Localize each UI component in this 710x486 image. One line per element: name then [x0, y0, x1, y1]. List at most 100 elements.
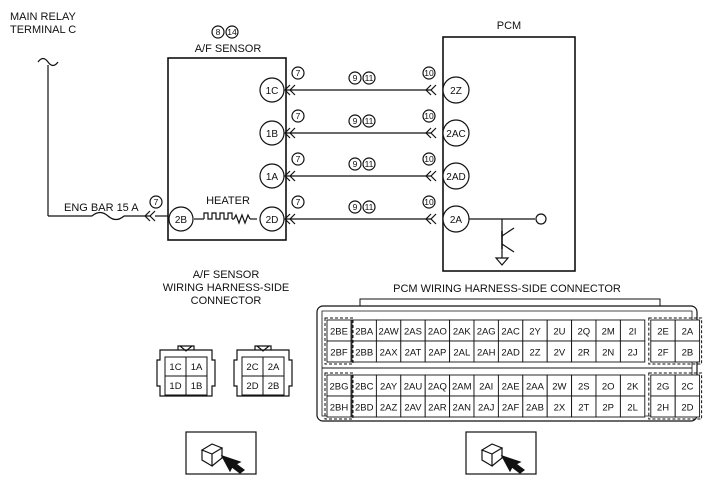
fuse-label: ENG BAR 15 A	[64, 202, 139, 214]
af-connector-pin: 1C	[169, 362, 181, 373]
ref-circle	[422, 152, 436, 166]
ref-circle-text: 7	[296, 111, 301, 121]
ref-circle-text: 7	[154, 197, 159, 207]
pcm-connector-pin: 2U	[553, 327, 565, 338]
ref-circle	[422, 66, 436, 80]
pcm-pin	[442, 119, 470, 147]
sensor-pin	[259, 120, 285, 146]
fuse-symbol	[91, 211, 125, 221]
ref-circle-text: 11	[365, 116, 374, 126]
sensor-pin	[259, 77, 285, 103]
pcm-connector-pin: 2AS	[404, 327, 422, 338]
ref-circle	[348, 157, 362, 171]
ref-circle	[291, 195, 305, 209]
connector-mark	[144, 210, 156, 222]
ref-circle	[348, 200, 362, 214]
ref-circle-text: 9	[353, 73, 358, 83]
pcm-connector-pin: 2AO	[428, 327, 447, 338]
pcm-connector-cell	[674, 340, 701, 363]
af-connector-cell	[262, 375, 285, 396]
sensor-pin-label: 1A	[266, 172, 279, 183]
af-connector-pin: 2B	[268, 381, 280, 392]
pcm-connector-pin: 2J	[628, 348, 638, 359]
af-connector-pin: 2D	[246, 381, 258, 392]
ref-circle-text: 9	[353, 116, 358, 126]
pcm-connector-pin: 2AA	[526, 382, 545, 393]
pcm-connector-title: PCM WIRING HARNESS-SIDE CONNECTOR	[393, 283, 621, 295]
ref-circle	[362, 200, 376, 214]
pcm-title: PCM	[497, 20, 521, 32]
main-relay-label: MAIN RELAY	[10, 11, 76, 23]
pcm-connector-pin: 2D	[681, 403, 693, 414]
pcm-connector-pin: 2BC	[355, 382, 374, 393]
view-arrow-icon	[480, 443, 525, 474]
ref-circle-text: 11	[365, 73, 374, 83]
af-sensor-title: A/F SENSOR	[195, 43, 262, 55]
af-connector-pin: 1D	[169, 381, 181, 392]
af-connector-title-line1: A/F SENSOR	[193, 269, 260, 281]
af-connector-pin: 1B	[191, 381, 203, 392]
pcm-connector-pin: 2K	[627, 382, 639, 393]
ref-circle-text: 8	[216, 27, 221, 37]
pcm-connector-pin: 2BA	[355, 327, 374, 338]
sensor-pin-label: 2D	[266, 215, 279, 226]
pcm-connector-pin: 2BH	[330, 403, 349, 414]
ref-circle	[422, 195, 436, 209]
pcm-connector-pin: 2AB	[526, 403, 544, 414]
pcm-pin-label: 2Z	[450, 86, 462, 97]
ref-circle	[348, 114, 362, 128]
pcm-connector-pin: 2AP	[428, 348, 446, 359]
pcm-connector-cell	[326, 395, 352, 418]
pcm-connector-pin: 2AV	[404, 403, 422, 414]
ref-circle	[362, 114, 376, 128]
pcm-pin-label: 2A	[450, 215, 463, 226]
pcm-connector-pin: 2W	[552, 382, 566, 393]
af-connector-title-line2: WIRING HARNESS-SIDE	[163, 282, 290, 294]
heater-label: HEATER	[206, 195, 250, 207]
pcm-connector-pin: 2BE	[330, 327, 348, 338]
pcm-connector-pin: 2AF	[502, 403, 520, 414]
pcm-connector-pin: 2BD	[355, 403, 374, 414]
pcm-connector-pin: 2X	[554, 403, 566, 414]
pcm-pin-label: 2AC	[446, 129, 465, 140]
pcm-connector-cell	[619, 340, 646, 363]
pcm-connector-outline	[316, 305, 698, 422]
pcm-connector-pin: 2Q	[577, 327, 590, 338]
pcm-connector-pin: 2AE	[502, 382, 520, 393]
pcm-connector-pin: 2AZ	[380, 403, 398, 414]
sensor-pin-label: 1B	[266, 129, 279, 140]
af-connector-cell	[185, 375, 208, 396]
pcm-connector-pin: 2AI	[479, 382, 493, 393]
af-connector-pin: 1A	[191, 362, 203, 373]
af-connector-1	[156, 345, 216, 397]
ref-circle-text: 10	[424, 111, 434, 121]
pcm-connector-pin: 2Y	[529, 327, 541, 338]
pcm-connector-cell	[619, 395, 646, 418]
pcm-connector-pin: 2AU	[404, 382, 423, 393]
heater-coil-symbol	[203, 212, 233, 220]
ref-circle	[291, 66, 305, 80]
pcm-connector-pin: 2I	[629, 327, 637, 338]
pcm-connector-pin: 2AC	[501, 327, 520, 338]
pin-group-frame	[324, 317, 354, 365]
pcm-connector-pin: 2S	[578, 382, 590, 393]
pcm-connector-pin: 2AQ	[428, 382, 447, 393]
pcm-connector-pin: 2C	[681, 382, 693, 393]
pcm-connector-pin: 2AN	[453, 403, 472, 414]
af-connector-pin: 2A	[268, 362, 280, 373]
pcm-connector-pin: 2AL	[453, 348, 470, 359]
af-sensor-box	[167, 57, 287, 241]
ref-circle-text: 7	[296, 197, 301, 207]
pcm-connector-pin: 2H	[657, 403, 669, 414]
pcm-connector-pin: 2A	[682, 327, 694, 338]
ref-circle	[225, 25, 239, 39]
ref-circle-text: 11	[365, 202, 374, 212]
main-relay-terminal-symbol	[37, 57, 59, 67]
pcm-connector-pin: 2AW	[378, 327, 398, 338]
pcm-connector-pin: 2AD	[501, 348, 520, 359]
pcm-connector-pin: 2L	[627, 403, 638, 414]
ref-circle	[362, 71, 376, 85]
sensor-pin	[259, 163, 285, 189]
pcm-pin-label: 2AD	[446, 172, 465, 183]
